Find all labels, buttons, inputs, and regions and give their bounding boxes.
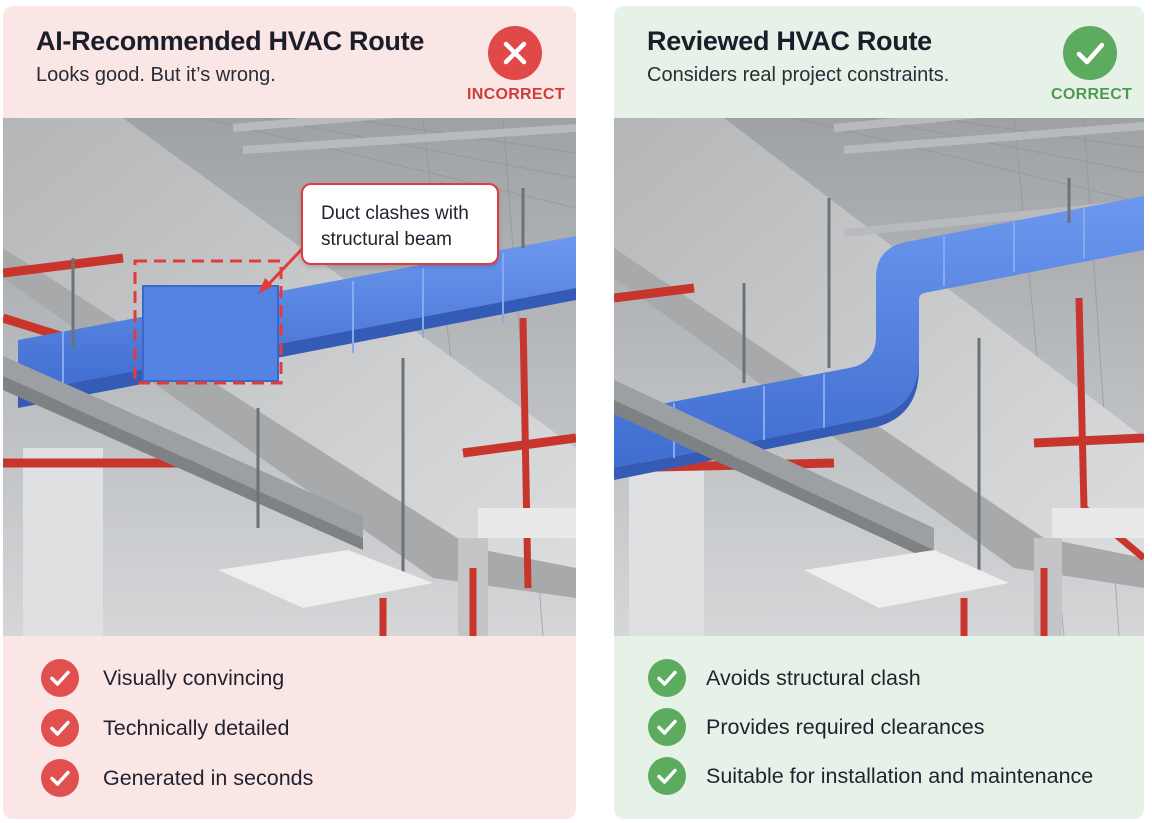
list-item: Technically detailed (41, 708, 289, 748)
list-item: Visually convincing (41, 658, 284, 698)
incorrect-points: Visually convincing Technically detailed… (3, 636, 576, 819)
list-item: Provides required clearances (648, 707, 984, 747)
list-item: Suitable for installation and maintenanc… (648, 756, 1093, 796)
point-label: Avoids structural clash (706, 665, 921, 690)
clash-callout: Duct clashes with structural beam (301, 183, 499, 265)
point-label: Suitable for installation and maintenanc… (706, 763, 1094, 788)
checkmark-icon (648, 708, 686, 746)
correct-subtitle: Considers real project constraints. (647, 64, 950, 86)
reviewed-route-render (614, 118, 1144, 636)
incorrect-panel: AI-Recommended HVAC Route Looks good. Bu… (3, 6, 576, 819)
callout-line-2: structural beam (321, 229, 452, 250)
incorrect-subtitle: Looks good. But it’s wrong. (36, 64, 276, 86)
incorrect-title: AI-Recommended HVAC Route (36, 26, 425, 56)
checkmark-icon (648, 659, 686, 697)
point-label: Generated in seconds (103, 765, 314, 790)
incorrect-header: AI-Recommended HVAC Route Looks good. Bu… (3, 6, 576, 118)
correct-title: Reviewed HVAC Route (647, 26, 932, 56)
checkmark-icon (648, 757, 686, 795)
list-item: Generated in seconds (41, 758, 313, 798)
point-label: Visually convincing (103, 665, 285, 690)
list-item: Avoids structural clash (648, 658, 921, 698)
correct-badge-label: CORRECT (1051, 86, 1133, 103)
checkmark-icon (1063, 26, 1117, 80)
checkmark-icon (41, 759, 79, 797)
correct-header: Reviewed HVAC Route Considers real proje… (614, 6, 1144, 118)
checkmark-icon (41, 709, 79, 747)
point-label: Technically detailed (103, 715, 290, 740)
point-label: Provides required clearances (706, 714, 985, 739)
correct-panel: Reviewed HVAC Route Considers real proje… (614, 6, 1144, 819)
correct-points: Avoids structural clash Provides require… (614, 636, 1144, 819)
callout-line-1: Duct clashes with (321, 203, 469, 224)
ai-route-render: Duct clashes with structural beam (3, 118, 576, 636)
incorrect-badge-label: INCORRECT (467, 86, 565, 103)
checkmark-icon (41, 659, 79, 697)
x-mark-icon (488, 26, 542, 80)
